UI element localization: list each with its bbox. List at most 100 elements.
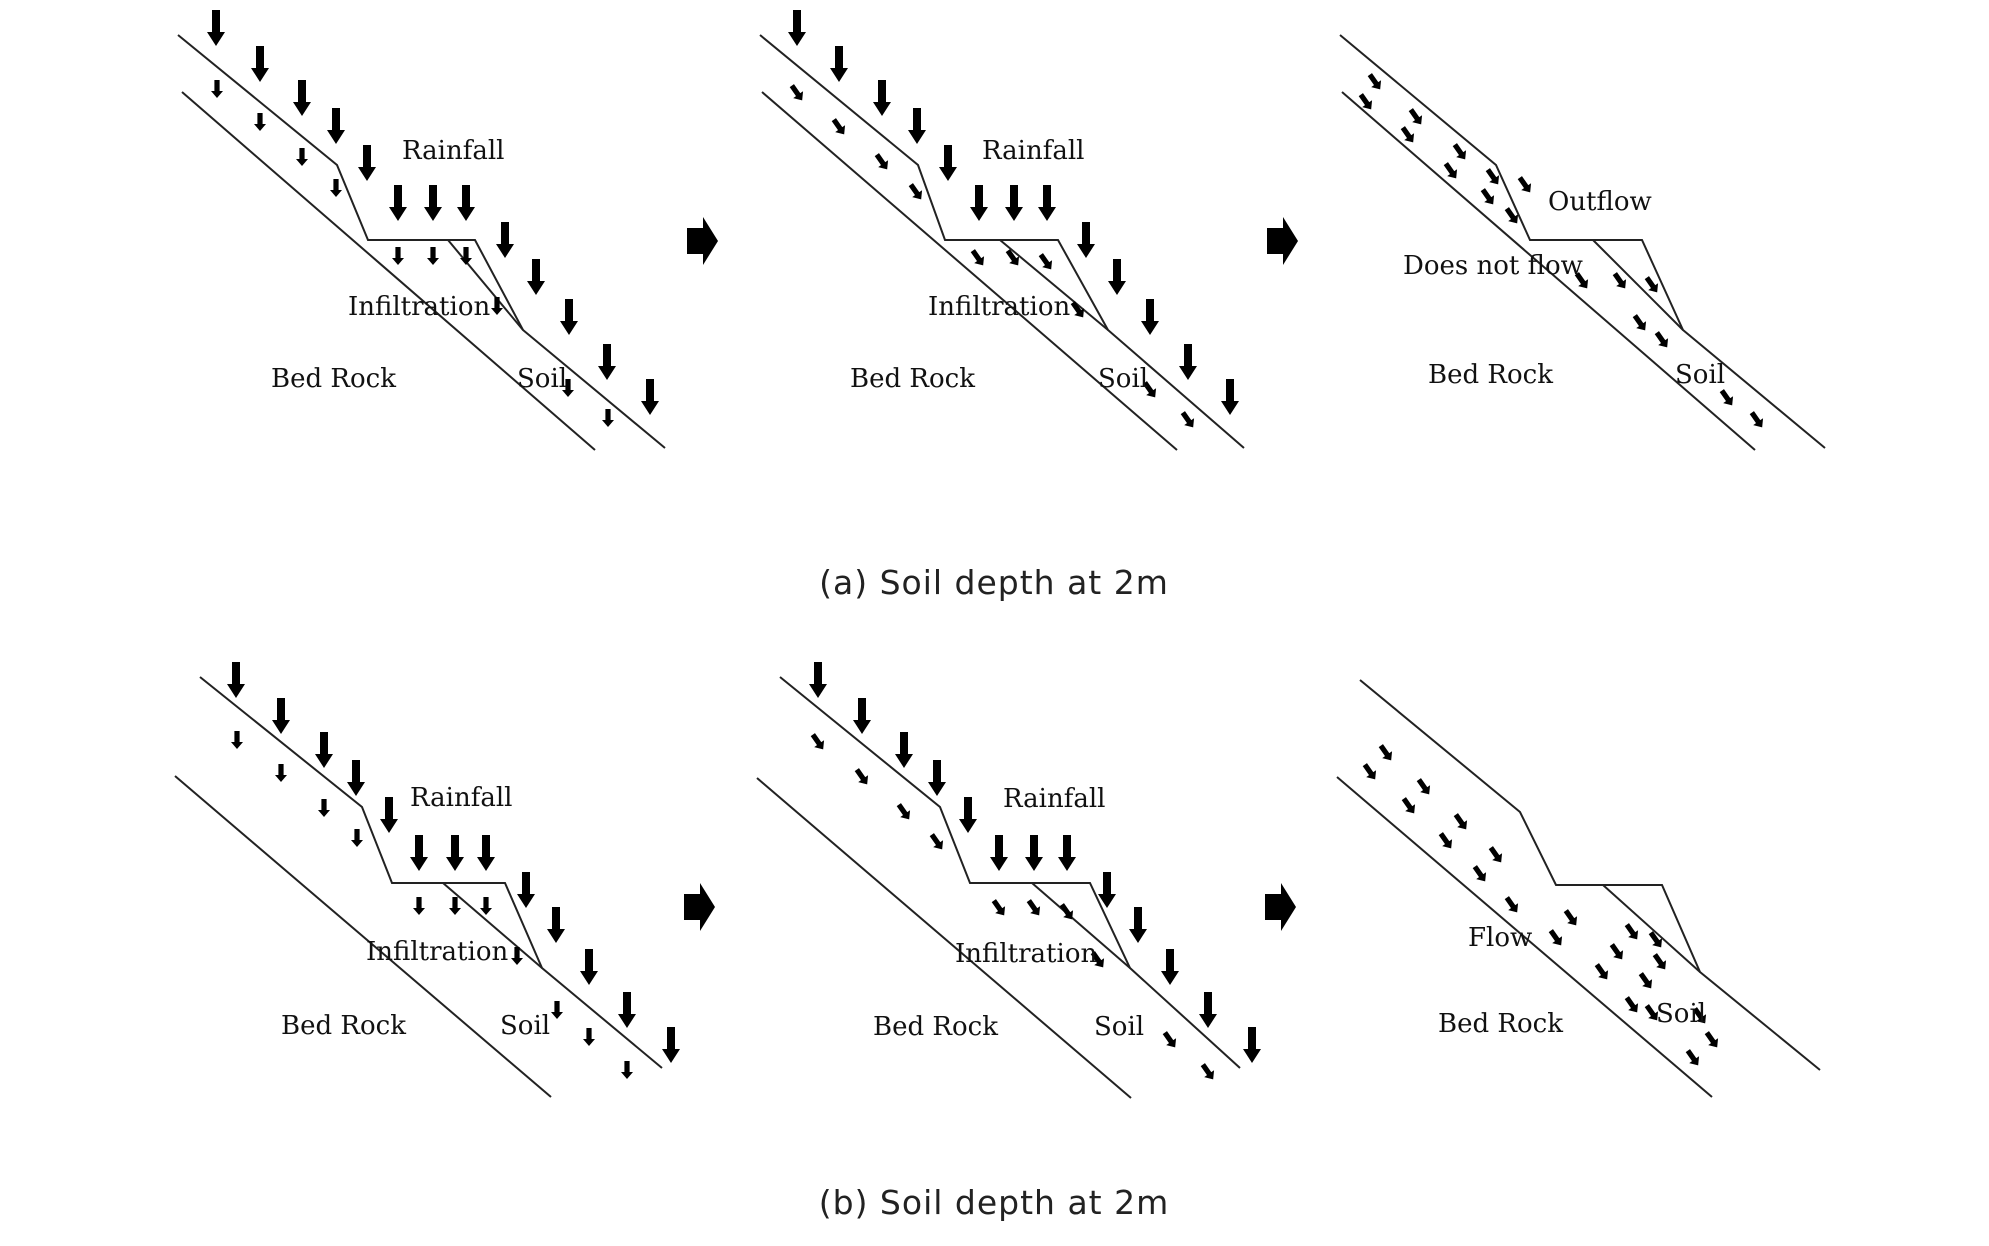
infiltration-label: Infiltration — [366, 937, 508, 967]
down-arrow-icon — [990, 835, 1008, 871]
soil-surface-line — [199, 676, 663, 1069]
small-down-arrow-icon — [491, 297, 503, 315]
down-arrow-icon — [1179, 344, 1197, 380]
bedrock-line — [1336, 776, 1713, 1098]
rain-arrows — [809, 662, 1261, 1063]
down-arrow-icon — [1077, 222, 1095, 258]
small-down-arrow-icon — [583, 1028, 595, 1046]
down-arrow-icon — [580, 949, 598, 985]
down-arrow-icon — [1058, 835, 1076, 871]
small-diagonal-arrow-icon — [1035, 251, 1057, 273]
rainfall-label: Rainfall — [402, 136, 505, 166]
down-arrow-icon — [873, 80, 891, 116]
down-arrow-icon — [939, 145, 957, 181]
down-arrow-icon — [315, 732, 333, 768]
small-diagonal-arrow-icon — [1197, 1061, 1219, 1083]
small-diagonal-arrow-icon — [1514, 174, 1536, 196]
small-diagonal-arrow-icon — [1701, 1029, 1723, 1051]
small-down-arrow-icon — [449, 897, 461, 915]
caption-a: (a) Soil depth at 2m — [819, 563, 1169, 602]
small-diagonal-arrow-icon — [1635, 970, 1657, 992]
small-diagonal-arrow-icon — [1449, 141, 1471, 163]
small-diagonal-arrow-icon — [1450, 811, 1472, 833]
small-down-arrow-icon — [480, 897, 492, 915]
small-diagonal-arrow-icon — [1364, 71, 1386, 93]
down-arrow-icon — [1243, 1027, 1261, 1063]
right-arrow-icon — [1267, 217, 1298, 265]
down-arrow-icon — [496, 222, 514, 258]
down-arrow-icon — [477, 835, 495, 871]
small-diagonal-arrow-icon — [1469, 863, 1491, 885]
small-diagonal-arrow-icon — [1477, 186, 1499, 208]
small-diagonal-arrow-icon — [1405, 106, 1427, 128]
small-diagonal-arrow-icon — [1649, 951, 1671, 973]
down-arrow-icon — [457, 185, 475, 221]
soil-surface-line — [177, 34, 666, 449]
small-diagonal-arrow-icon — [1501, 894, 1523, 916]
small-diagonal-arrow-icon — [1435, 830, 1457, 852]
small-diagonal-arrow-icon — [1159, 1029, 1181, 1051]
small-diagonal-arrow-icon — [1359, 761, 1381, 783]
small-down-arrow-icon — [275, 764, 287, 782]
down-arrow-icon — [853, 698, 871, 734]
down-arrow-icon — [410, 835, 428, 871]
down-arrow-icon — [662, 1027, 680, 1063]
down-arrow-icon — [251, 46, 269, 82]
right-arrow-icon — [687, 217, 718, 265]
bedrock-line — [174, 775, 552, 1098]
small-diagonal-arrow-icon — [926, 831, 948, 853]
rain-arrows — [207, 10, 659, 415]
down-arrow-icon — [347, 760, 365, 796]
small-diagonal-arrow-icon — [893, 801, 915, 823]
down-arrow-icon — [970, 185, 988, 221]
panel-a1: Rainfall Infiltration Bed Rock Soil — [177, 10, 666, 451]
small-down-arrow-icon — [296, 148, 308, 166]
down-arrow-icon — [293, 80, 311, 116]
soil-label: Soil — [1098, 364, 1148, 394]
bedrock-line — [1341, 91, 1756, 451]
soil-label: Soil — [1094, 1012, 1144, 1042]
small-diagonal-arrow-icon — [1375, 742, 1397, 764]
down-arrow-icon — [547, 907, 565, 943]
small-down-arrow-icon — [392, 247, 404, 265]
small-diagonal-arrow-icon — [807, 731, 829, 753]
small-down-arrow-icon — [231, 731, 243, 749]
small-diagonal-arrow-icon — [1716, 387, 1738, 409]
does-not-flow-label: Does not flow — [1403, 251, 1583, 281]
small-down-arrow-icon — [413, 897, 425, 915]
small-diagonal-arrow-icon — [905, 181, 927, 203]
bedrock-label: Bed Rock — [271, 364, 396, 394]
down-arrow-icon — [959, 797, 977, 833]
small-diagonal-arrow-icon — [1629, 312, 1651, 334]
down-arrow-icon — [389, 185, 407, 221]
down-arrow-icon — [830, 46, 848, 82]
down-arrow-icon — [908, 108, 926, 144]
rain-arrows — [788, 10, 1239, 415]
down-arrow-icon — [1129, 907, 1147, 943]
down-arrow-icon — [1199, 992, 1217, 1028]
small-diagonal-arrow-icon — [1545, 927, 1567, 949]
step-arrow-b1 — [684, 883, 715, 931]
bedrock-line — [761, 91, 1178, 451]
down-arrow-icon — [358, 145, 376, 181]
soil-surface-line — [779, 676, 1241, 1069]
small-diagonal-arrow-icon — [1023, 897, 1045, 919]
small-diagonal-arrow-icon — [1606, 941, 1628, 963]
small-down-arrow-icon — [254, 113, 266, 131]
bedrock-label: Bed Rock — [281, 1011, 406, 1041]
small-diagonal-arrow-icon — [828, 116, 850, 138]
caption-b: (b) Soil depth at 2m — [819, 1183, 1169, 1222]
small-diagonal-arrow-icon — [1651, 329, 1673, 351]
down-arrow-icon — [1221, 379, 1239, 415]
down-arrow-icon — [1141, 299, 1159, 335]
small-down-arrow-icon — [351, 829, 363, 847]
soil-label: Soil — [1656, 999, 1706, 1029]
bedrock-label: Bed Rock — [873, 1012, 998, 1042]
infiltration-label: Infiltration — [955, 939, 1097, 969]
small-down-arrow-icon — [211, 80, 223, 98]
step-arrow-a1 — [687, 217, 718, 265]
flow-label: Flow — [1468, 923, 1532, 953]
soil-label: Soil — [500, 1011, 550, 1041]
right-arrow-icon — [1265, 883, 1296, 931]
down-arrow-icon — [380, 797, 398, 833]
